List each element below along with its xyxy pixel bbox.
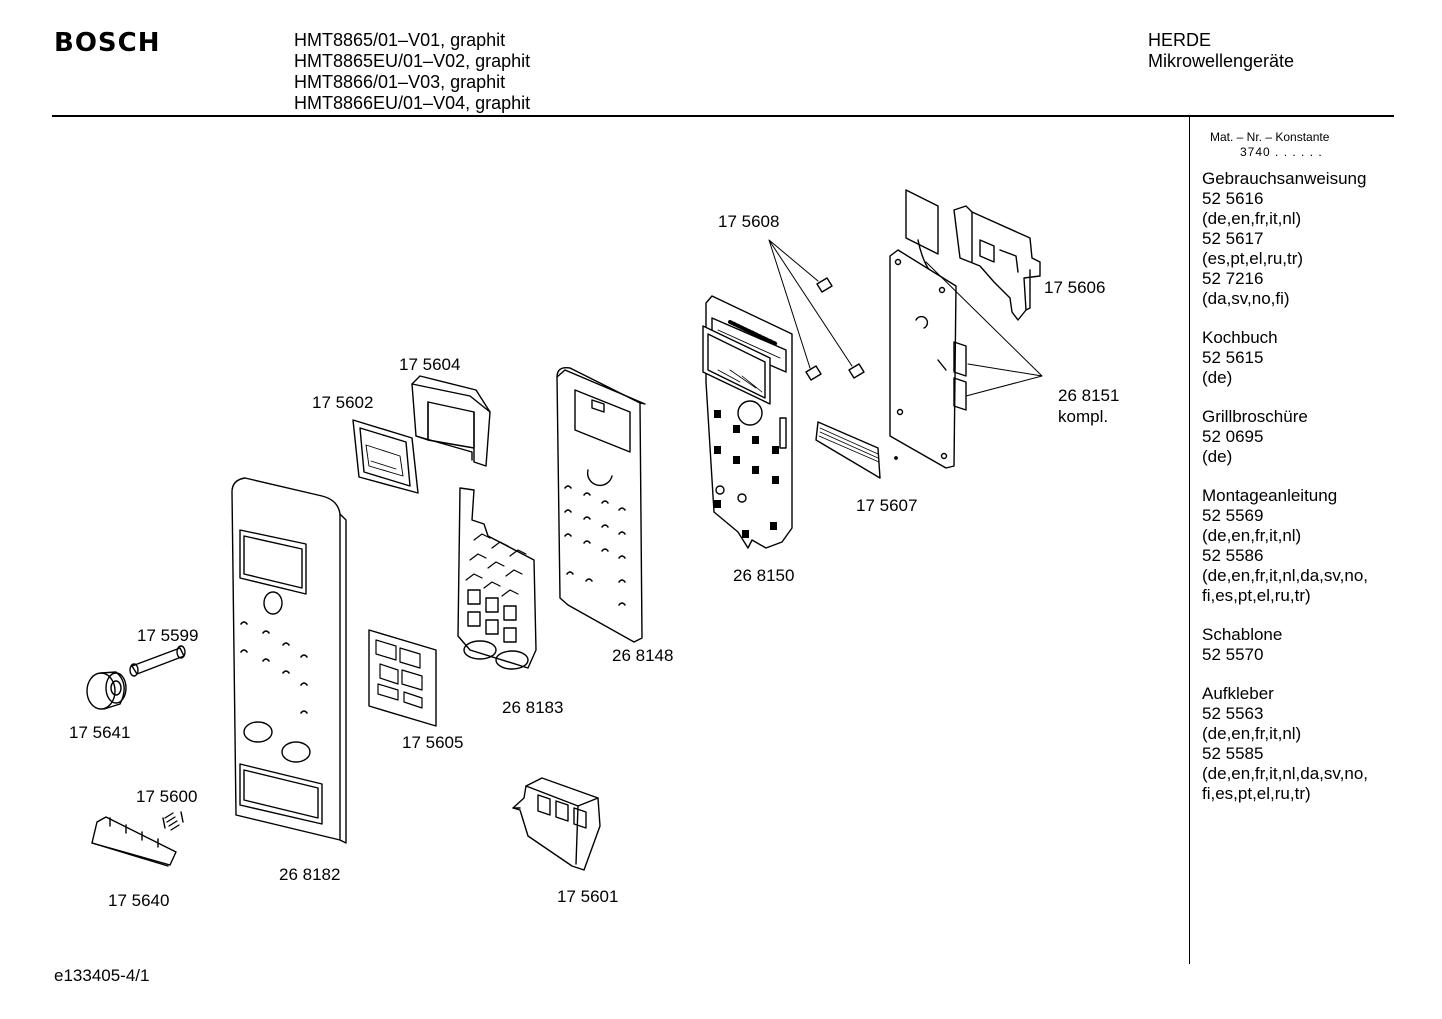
sidebar-documents: Gebrauchsanweisung 52 5616 (de,en,fr,it,… bbox=[1202, 169, 1368, 823]
part-drawing-button-spring bbox=[91, 811, 184, 867]
doc-line: 52 5616 bbox=[1202, 189, 1264, 208]
doc-line: 52 5563 bbox=[1202, 704, 1264, 723]
part-label-175607: 17 5607 bbox=[856, 496, 918, 515]
doc-line: 52 5570 bbox=[1202, 645, 1264, 664]
model-line: HMT8865EU/01–V02, graphit bbox=[294, 51, 531, 71]
doc-line: (de) bbox=[1202, 447, 1233, 466]
part-label-175641: 17 5641 bbox=[69, 723, 131, 742]
doc-line: 52 0695 bbox=[1202, 427, 1264, 446]
doc-section-kochbuch: Kochbuch 52 5615 (de) bbox=[1202, 328, 1368, 388]
part-drawing-front-panel bbox=[231, 477, 347, 844]
part-drawing-bracket bbox=[512, 777, 601, 871]
doc-section-title: Montageanleitung bbox=[1202, 486, 1338, 505]
part-drawing-ribbon bbox=[815, 421, 898, 479]
part-label-175640: 17 5640 bbox=[108, 891, 170, 910]
part-drawing-frame bbox=[411, 375, 491, 467]
category-line: HERDE bbox=[1148, 30, 1212, 50]
part-drawing-keypad bbox=[457, 487, 537, 670]
part-label-175608: 17 5608 bbox=[718, 212, 780, 231]
brand-logo: BOSCH bbox=[54, 28, 161, 58]
part-label-175599: 17 5599 bbox=[137, 626, 199, 645]
part-label-175600: 17 5600 bbox=[136, 787, 198, 806]
doc-line: fi,es,pt,el,ru,tr) bbox=[1202, 586, 1311, 605]
part-label-175605: 17 5605 bbox=[402, 733, 464, 752]
doc-section-montageanleitung: Montageanleitung 52 5569 (de,en,fr,it,nl… bbox=[1202, 486, 1368, 606]
category-line: Mikrowellengeräte bbox=[1148, 51, 1295, 71]
part-label-268151-note: kompl. bbox=[1058, 407, 1109, 426]
doc-line: (de,en,fr,it,nl) bbox=[1202, 724, 1302, 743]
doc-section-title: Schablone bbox=[1202, 625, 1283, 644]
doc-line: (de,en,fr,it,nl,da,sv,no, bbox=[1202, 566, 1368, 585]
doc-line: 52 5617 bbox=[1202, 229, 1264, 248]
doc-line: 52 5585 bbox=[1202, 744, 1264, 763]
header-rule bbox=[52, 115, 1394, 117]
doc-line: (da,sv,no,fi) bbox=[1202, 289, 1290, 308]
model-line: HMT8866/01–V03, graphit bbox=[294, 72, 506, 92]
doc-line: 52 5586 bbox=[1202, 546, 1264, 565]
doc-section-title: Aufkleber bbox=[1202, 684, 1274, 703]
doc-section-title: Kochbuch bbox=[1202, 328, 1278, 347]
part-label-268148: 26 8148 bbox=[612, 646, 674, 665]
doc-section-title: Grillbroschüre bbox=[1202, 407, 1308, 426]
part-drawing-knob-shaft bbox=[86, 645, 186, 710]
part-label-268183: 26 8183 bbox=[502, 698, 564, 717]
mat-nr-title: Mat. – Nr. – Konstante bbox=[1210, 130, 1330, 144]
part-drawing-connector-bracket bbox=[953, 205, 1041, 321]
part-label-175606: 17 5606 bbox=[1044, 278, 1106, 297]
sidebar-divider bbox=[1189, 117, 1190, 964]
part-label-175602: 17 5602 bbox=[312, 393, 374, 412]
model-line: HMT8865/01–V01, graphit bbox=[294, 30, 506, 50]
part-drawing-pcb bbox=[702, 295, 793, 549]
product-category: HERDE Mikrowellengeräte bbox=[1148, 30, 1294, 72]
doc-section-gebrauchsanweisung: Gebrauchsanweisung 52 5616 (de,en,fr,it,… bbox=[1202, 169, 1368, 309]
part-drawing-membrane bbox=[368, 629, 437, 727]
doc-line: (de) bbox=[1202, 368, 1233, 387]
mat-nr-value: 3740 . . . . . . bbox=[1240, 145, 1323, 159]
part-label-175604: 17 5604 bbox=[399, 355, 461, 374]
model-list: HMT8865/01–V01, graphit HMT8865EU/01–V02… bbox=[294, 30, 530, 114]
doc-line: (de,en,fr,it,nl) bbox=[1202, 526, 1302, 545]
part-drawing-main-board bbox=[889, 189, 1043, 469]
doc-line: (de,en,fr,it,nl,da,sv,no, bbox=[1202, 764, 1368, 783]
part-drawing-support-plate bbox=[556, 367, 646, 643]
doc-line: 52 5569 bbox=[1202, 506, 1264, 525]
part-label-268150: 26 8150 bbox=[733, 566, 795, 585]
doc-section-schablone: Schablone 52 5570 bbox=[1202, 625, 1368, 665]
document-code: e133405-4/1 bbox=[54, 966, 150, 985]
part-label-268182: 26 8182 bbox=[279, 865, 341, 884]
doc-line: fi,es,pt,el,ru,tr) bbox=[1202, 784, 1311, 803]
part-label-268151: 26 8151 bbox=[1058, 386, 1120, 405]
model-line: HMT8866EU/01–V04, graphit bbox=[294, 93, 531, 113]
part-drawing-pins bbox=[768, 239, 865, 381]
part-label-175601: 17 5601 bbox=[557, 887, 619, 906]
doc-line: 52 7216 bbox=[1202, 269, 1264, 288]
doc-line: (de,en,fr,it,nl) bbox=[1202, 209, 1302, 228]
doc-line: 52 5615 bbox=[1202, 348, 1264, 367]
doc-section-grillbroschuere: Grillbroschüre 52 0695 (de) bbox=[1202, 407, 1368, 467]
doc-section-title: Gebrauchsanweisung bbox=[1202, 169, 1367, 188]
doc-section-aufkleber: Aufkleber 52 5563 (de,en,fr,it,nl) 52 55… bbox=[1202, 684, 1368, 804]
part-drawing-window bbox=[352, 419, 419, 494]
doc-line: (es,pt,el,ru,tr) bbox=[1202, 249, 1304, 268]
